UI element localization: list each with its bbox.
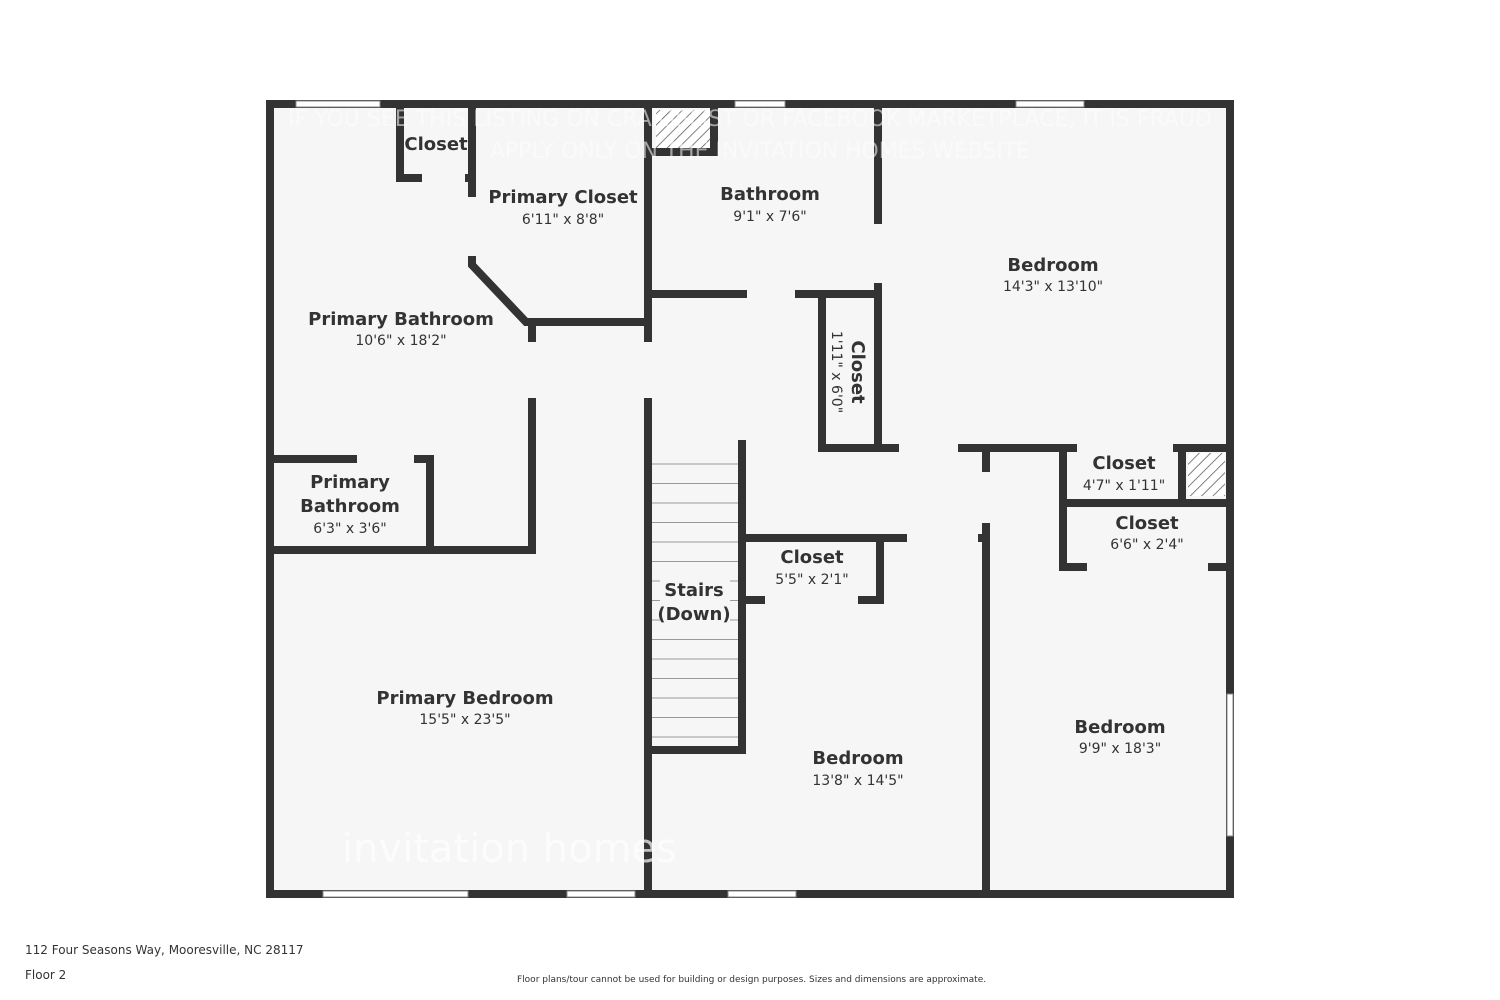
- room-dims: 6'11" x 8'8": [522, 212, 604, 228]
- windows: [295, 100, 1234, 898]
- room-name: Primary Closet: [488, 187, 638, 208]
- walls: [266, 100, 1234, 898]
- room-name: Closet: [847, 340, 868, 404]
- watermark-logo: invitation homes: [342, 826, 677, 872]
- room-name: Bathroom: [720, 184, 820, 205]
- room-dims: 15'5" x 23'5": [419, 712, 510, 728]
- room-name: Bedroom: [1007, 255, 1098, 276]
- room-name: Closet: [404, 134, 468, 155]
- room-dims: 6'3" x 3'6": [313, 521, 386, 537]
- room-name: Bedroom: [1074, 717, 1165, 738]
- stairs-treads: [652, 463, 738, 738]
- room-dims: 9'9" x 18'3": [1079, 741, 1161, 757]
- room-dims: 10'6" x 18'2": [355, 333, 446, 349]
- stairs-label-background: [660, 578, 730, 626]
- watermark-line1: IF YOU SEE THIS LISTING ON CRAIGSLIST OR…: [288, 107, 1212, 132]
- room-name: Primary: [310, 472, 390, 493]
- shaft-hatch: [1188, 453, 1225, 496]
- watermark: IF YOU SEE THIS LISTING ON CRAIGSLIST OR…: [288, 107, 1212, 872]
- room-name: Primary Bedroom: [376, 688, 553, 709]
- room-labels: Closet Primary Closet 6'11" x 8'8" Bathr…: [300, 134, 1184, 789]
- room-dims: 13'8" x 14'5": [812, 773, 903, 789]
- floor-label: Floor 2: [25, 968, 67, 982]
- address: 112 Four Seasons Way, Mooresville, NC 28…: [25, 943, 304, 957]
- room-dims: 5'5" x 2'1": [775, 572, 848, 588]
- disclaimer: Floor plans/tour cannot be used for buil…: [517, 975, 987, 985]
- chimney-hatch: [656, 110, 710, 148]
- room-name: Closet: [780, 547, 844, 568]
- door-openings: [357, 173, 1208, 605]
- room-name: Bedroom: [812, 748, 903, 769]
- room-dims: 9'1" x 7'6": [733, 209, 806, 225]
- room-dims: 4'7" x 1'11": [1083, 478, 1165, 494]
- room-dims: 14'3" x 13'10": [1003, 279, 1103, 295]
- watermark-line2: APPLY ONLY ON THE INVITATION HOMES WEBSI…: [490, 139, 1030, 164]
- room-name: (Down): [657, 604, 730, 625]
- room-name: Bathroom: [300, 496, 400, 517]
- room-name: Closet: [1115, 513, 1179, 534]
- room-name: Stairs: [664, 580, 723, 601]
- room-dims: 6'6" x 2'4": [1110, 537, 1183, 553]
- room-name: Closet: [1092, 453, 1156, 474]
- room-dims: 1'11" x 6'0": [828, 331, 844, 413]
- room-name: Primary Bathroom: [308, 309, 494, 330]
